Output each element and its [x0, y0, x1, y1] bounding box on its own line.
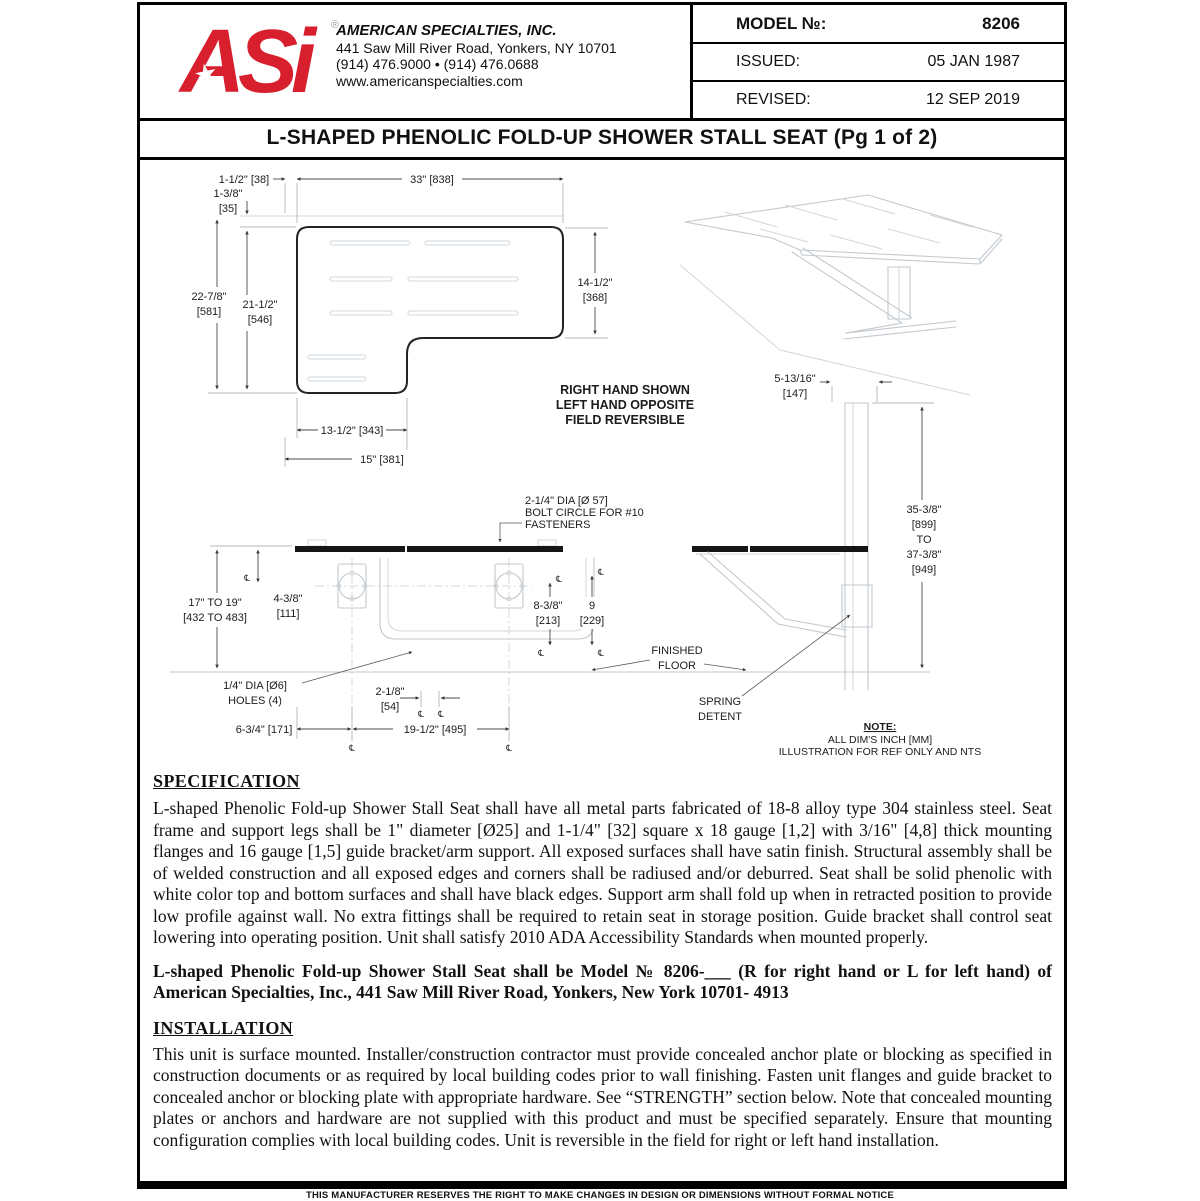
bolt-circle-note-1: 2-1/4" DIA [Ø 57]	[525, 495, 608, 507]
plan-view: 1-1/2" [38] 33" [838] 1-3/8" [35] 22-7/8…	[184, 174, 694, 467]
dim-flange-offset: 6-3/4" [171]	[236, 724, 293, 736]
note-title: NOTE:	[864, 721, 897, 733]
dim-leg-width-overall: 15" [381]	[360, 454, 404, 466]
company-phone: (914) 476.9000 • (914) 476.0688	[336, 56, 539, 72]
model-statement: L-shaped Phenolic Fold-up Shower Stall S…	[153, 960, 1052, 1003]
dim-leg-width: 13-1/2" [343]	[321, 425, 384, 437]
side-seat-profile-left	[692, 546, 748, 552]
dim-wall-height-3: TO	[916, 534, 932, 546]
centerline-symbol: ℄	[555, 574, 562, 584]
dim-wall-height-4: 37-3/8"	[906, 549, 941, 561]
company-website: www.americanspecialties.com	[336, 72, 523, 89]
bolt-circle-note-3: FASTENERS	[525, 519, 590, 531]
revised-row: REVISED: 12 SEP 2019	[693, 82, 1064, 118]
dim-seat-to-center-1: 4-3/8"	[274, 593, 303, 605]
dim-side-offset: 1-1/2" [38]	[219, 174, 269, 186]
dim-center-to-bottom-1: 8-3/8"	[534, 600, 563, 612]
hole-note-2: HOLES (4)	[228, 695, 282, 707]
note-line-2: ILLUSTRATION FOR REF ONLY AND NTS	[779, 746, 981, 758]
iso-seat-slots	[724, 198, 973, 250]
technical-drawing: 1-1/2" [38] 33" [838] 1-3/8" [35] 22-7/8…	[140, 155, 1064, 768]
dim-top-offset-1: 1-3/8"	[214, 188, 243, 200]
issued-label: ISSUED:	[736, 53, 801, 70]
centerline-symbol: ℄	[537, 648, 544, 658]
seat-profile-left	[295, 546, 405, 552]
model-label: MODEL №:	[736, 13, 827, 33]
dim-hole-spacing-2: [54]	[381, 701, 399, 713]
note-line-1: ALL DIM'S INCH [MM]	[828, 734, 932, 746]
isometric-view	[679, 194, 1003, 396]
spec-sheet-page: ASi ★ ® AMERICAN SPECIALTIES, INC. 441 S…	[137, 2, 1067, 1184]
dim-hole-spacing-1: 2-1/8"	[376, 686, 405, 698]
side-seat-profile-right	[750, 546, 868, 552]
dim-wall-height-2: [899]	[912, 519, 936, 531]
installation-heading: INSTALLATION	[153, 1017, 294, 1038]
spring-detent-label-1: SPRING	[699, 696, 741, 708]
issued-value: 05 JAN 1987	[927, 53, 1020, 70]
asi-logo: ASi ★ ®	[180, 17, 339, 111]
centerline-symbol: ℄	[243, 573, 250, 583]
bolt-circle-note-2: BOLT CIRCLE FOR #10	[525, 507, 644, 519]
dim-overall-width: 33" [838]	[410, 174, 454, 186]
header: ASi ★ ® AMERICAN SPECIALTIES, INC. 441 S…	[140, 5, 1064, 121]
footer-rule	[137, 1184, 1067, 1189]
side-elevation: 5-13/16" [147] 35-3/8" [899] TO 37-3/8" …	[591, 373, 981, 758]
centerline-symbol: ℄	[505, 743, 512, 753]
dim-overall-depth-1: 22-7/8"	[191, 291, 226, 303]
dim-wall-height-5: [949]	[912, 564, 936, 576]
hole-note-1: 1/4" DIA [Ø6]	[223, 680, 287, 692]
dim-center-to-bottom-2: [213]	[536, 615, 560, 627]
seat-slots	[307, 240, 519, 382]
dim-seat-to-center-2: [111]	[277, 608, 300, 620]
dim-top-offset-2: [35]	[219, 203, 237, 215]
registered-mark-icon: ®	[330, 19, 339, 31]
dim-right-depth-1: 14-1/2"	[577, 277, 612, 289]
footer-disclaimer: THIS MANUFACTURER RESERVES THE RIGHT TO …	[305, 1190, 895, 1201]
centerline-symbol: ℄	[597, 648, 604, 658]
centerline-symbol: ℄	[417, 709, 424, 719]
installation-body: This unit is surface mounted. Installer/…	[153, 1043, 1052, 1150]
dim-bracket-height-2: [229]	[580, 615, 604, 627]
front-elevation: 17" TO 19" [432 TO 483] ℄ 4-3/8" [111] ℄…	[169, 495, 931, 753]
dim-overall-depth-2: [581]	[197, 306, 221, 318]
dim-mounting-height-2: [432 TO 483]	[183, 612, 247, 624]
dim-bracket-offset-1: 5-13/16"	[774, 373, 815, 385]
specification-heading: SPECIFICATION	[153, 771, 300, 791]
company-name: AMERICAN SPECIALTIES, INC.	[336, 22, 557, 39]
dim-bracket-height-1: 9	[589, 600, 595, 612]
dim-flange-centers: 19-1/2" [495]	[404, 724, 467, 736]
asi-logo-text: ASi	[180, 12, 316, 112]
dim-seat-depth-1: 21-1/2"	[242, 299, 277, 311]
centerline-symbol: ℄	[437, 709, 444, 719]
revised-value: 12 SEP 2019	[925, 91, 1020, 108]
text-sections: SPECIFICATION L-shaped Phenolic Fold-up …	[153, 771, 1052, 1163]
hand-note-1: RIGHT HAND SHOWN	[560, 383, 690, 397]
revised-label: REVISED:	[736, 91, 811, 108]
dim-mounting-height-1: 17" TO 19"	[188, 597, 241, 609]
dim-right-depth-2: [368]	[583, 292, 607, 304]
centerline-symbol: ℄	[597, 567, 604, 577]
model-value: 8206	[982, 13, 1020, 33]
seat-profile-right	[407, 546, 563, 552]
document-title-bar: L-SHAPED PHENOLIC FOLD-UP SHOWER STALL S…	[140, 118, 1064, 160]
spring-detent-label-2: DETENT	[698, 711, 742, 723]
hand-note-2: LEFT HAND OPPOSITE	[556, 398, 694, 412]
dim-seat-depth-2: [546]	[248, 314, 272, 326]
page-title: L-SHAPED PHENOLIC FOLD-UP SHOWER STALL S…	[266, 125, 938, 149]
issued-row: ISSUED: 05 JAN 1987	[693, 44, 1064, 82]
finished-floor-label-1: FINISHED	[651, 645, 702, 657]
dim-bracket-offset-2: [147]	[783, 388, 807, 400]
model-row: MODEL №: 8206	[693, 5, 1064, 44]
hand-note-3: FIELD REVERSIBLE	[565, 413, 684, 427]
dim-wall-height-1: 35-3/8"	[906, 504, 941, 516]
model-info-table: MODEL №: 8206 ISSUED: 05 JAN 1987 REVISE…	[690, 5, 1064, 118]
company-block: AMERICAN SPECIALTIES, INC. 441 Saw Mill …	[336, 22, 617, 89]
centerline-symbol: ℄	[348, 743, 355, 753]
specification-body: L-shaped Phenolic Fold-up Shower Stall S…	[153, 798, 1052, 947]
finished-floor-label-2: FLOOR	[658, 660, 696, 672]
company-address: 441 Saw Mill River Road, Yonkers, NY 107…	[336, 39, 617, 56]
